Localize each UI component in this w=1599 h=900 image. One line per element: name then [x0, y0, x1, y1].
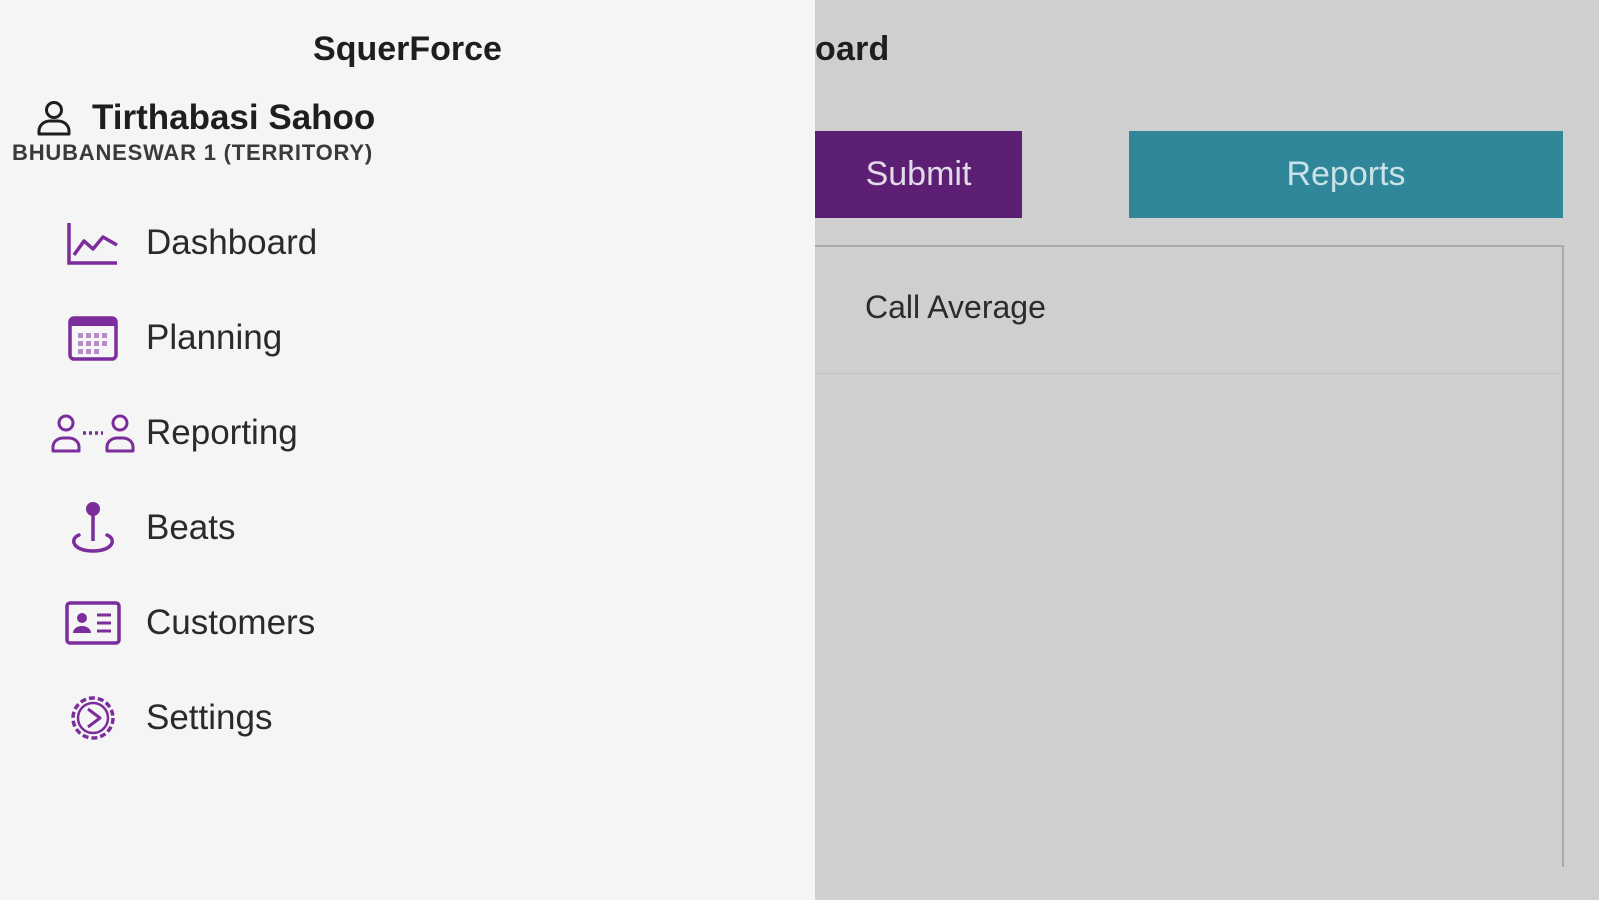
card-title: Call Average [865, 289, 1046, 325]
sidebar-menu: Dashboard Planning [48, 195, 317, 765]
sidebar-item-reporting[interactable]: Reporting [48, 385, 317, 480]
line-chart-icon [48, 213, 138, 273]
people-connection-icon [48, 403, 138, 463]
sidebar-item-label: Reporting [146, 412, 298, 452]
user-icon [34, 98, 74, 138]
user-profile: Tirthabasi Sahoo BHUBANESWAR 1 (TERRITOR… [12, 98, 375, 166]
navigation-drawer: SquerForce Tirthabasi Sahoo BHUBANESWAR … [0, 0, 815, 900]
user-name: Tirthabasi Sahoo [92, 98, 376, 137]
sidebar-item-label: Settings [146, 697, 273, 737]
user-territory: BHUBANESWAR 1 (TERRITORY) [12, 140, 374, 165]
gear-icon [48, 688, 138, 748]
sidebar-item-beats[interactable]: Beats [48, 480, 317, 575]
sidebar-item-label: Beats [146, 507, 236, 547]
sidebar-item-customers[interactable]: Customers [48, 575, 317, 670]
sidebar-item-dashboard[interactable]: Dashboard [48, 195, 317, 290]
map-pin-icon [48, 498, 138, 558]
sidebar-item-label: Planning [146, 317, 283, 357]
submit-button[interactable]: Submit [815, 131, 1022, 218]
sidebar-item-settings[interactable]: Settings [48, 670, 317, 765]
sidebar-item-planning[interactable]: Planning [48, 290, 317, 385]
reports-button[interactable]: Reports [1129, 131, 1563, 218]
sidebar-item-label: Dashboard [146, 222, 318, 262]
sidebar-item-label: Customers [146, 602, 316, 642]
call-average-card: Call Average [815, 245, 1564, 867]
contact-card-icon [48, 593, 138, 653]
card-header: Call Average [815, 247, 1562, 374]
page-title: oard [815, 30, 890, 68]
app-name: SquerForce [313, 30, 502, 68]
calendar-icon [48, 308, 138, 368]
